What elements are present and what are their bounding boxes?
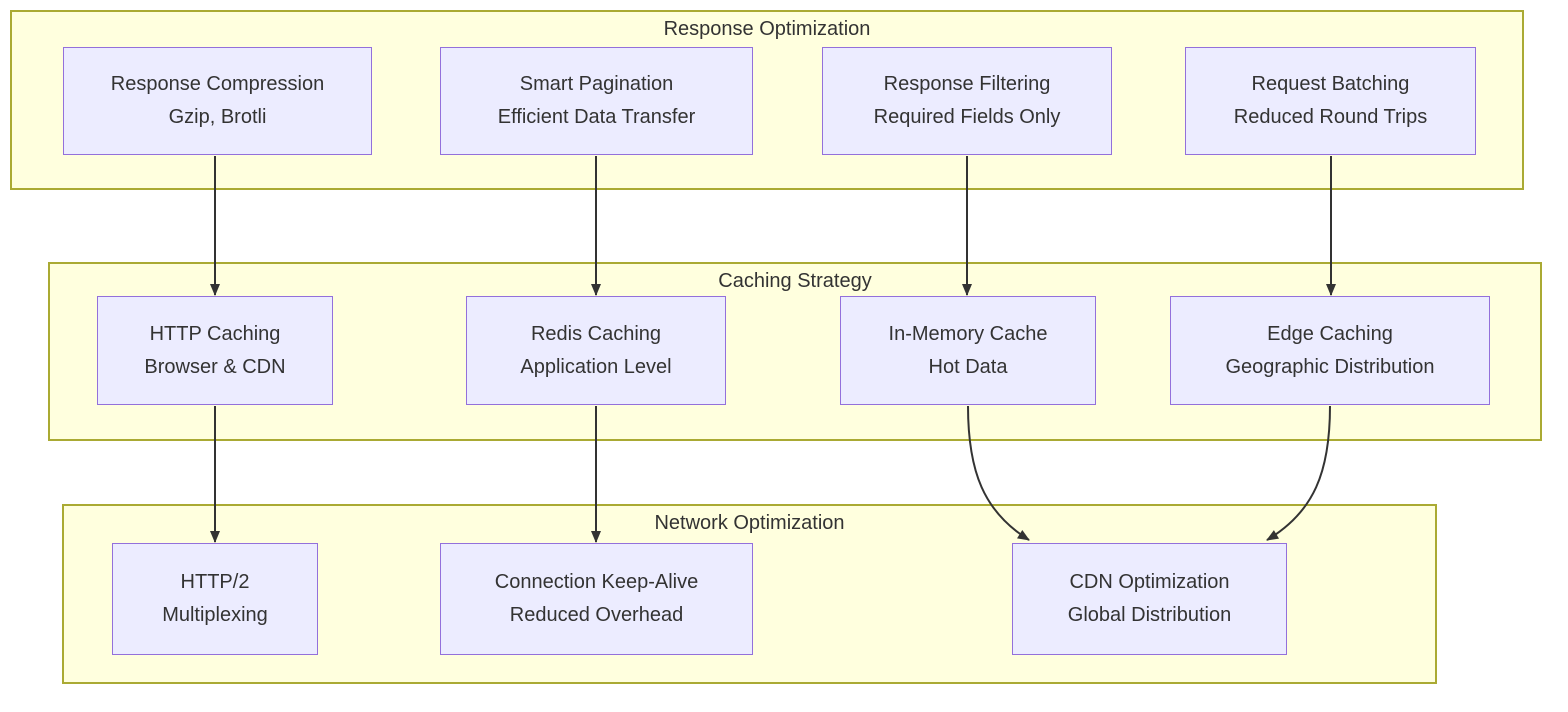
node-label: HTTP Caching (149, 322, 281, 345)
node-label: Request Batching (1251, 73, 1410, 95)
node-label: Redis Caching (530, 322, 662, 345)
node-redis-caching: Redis Caching Application Level (466, 296, 726, 405)
node-sublabel: Gzip, Brotli (168, 106, 267, 128)
node-sublabel: Browser & CDN (144, 355, 286, 378)
node-sublabel: Reduced Round Trips (1233, 106, 1428, 128)
node-http2: HTTP/2 Multiplexing (112, 543, 318, 655)
node-label: Edge Caching (1267, 322, 1393, 345)
node-edge-caching: Edge Caching Geographic Distribution (1170, 296, 1490, 405)
node-sublabel: Reduced Overhead (509, 604, 684, 626)
group-title-caching-strategy: Caching Strategy (718, 270, 872, 292)
node-sublabel: Multiplexing (162, 604, 268, 626)
node-cdn-optimization: CDN Optimization Global Distribution (1012, 543, 1287, 655)
node-label: Connection Keep-Alive (494, 571, 699, 593)
node-label: Response Compression (110, 73, 325, 95)
node-in-memory-cache: In-Memory Cache Hot Data (840, 296, 1096, 405)
node-http-caching: HTTP Caching Browser & CDN (97, 296, 333, 405)
node-label: Smart Pagination (519, 73, 674, 95)
group-title-network-optimization: Network Optimization (654, 512, 845, 534)
node-label: HTTP/2 (180, 571, 250, 593)
node-sublabel: Required Fields Only (873, 106, 1061, 128)
node-label: Response Filtering (883, 73, 1051, 95)
node-smart-pagination: Smart Pagination Efficient Data Transfer (440, 47, 753, 155)
node-sublabel: Geographic Distribution (1225, 355, 1435, 378)
node-request-batching: Request Batching Reduced Round Trips (1185, 47, 1476, 155)
group-title-response-optimization: Response Optimization (663, 18, 871, 40)
node-sublabel: Hot Data (928, 355, 1008, 378)
node-connection-keep-alive: Connection Keep-Alive Reduced Overhead (440, 543, 753, 655)
node-sublabel: Global Distribution (1067, 604, 1232, 626)
node-label: In-Memory Cache (888, 322, 1048, 345)
node-sublabel: Application Level (520, 355, 672, 378)
node-response-compression: Response Compression Gzip, Brotli (63, 47, 372, 155)
node-label: CDN Optimization (1069, 571, 1230, 593)
node-sublabel: Efficient Data Transfer (497, 106, 696, 128)
node-response-filtering: Response Filtering Required Fields Only (822, 47, 1112, 155)
